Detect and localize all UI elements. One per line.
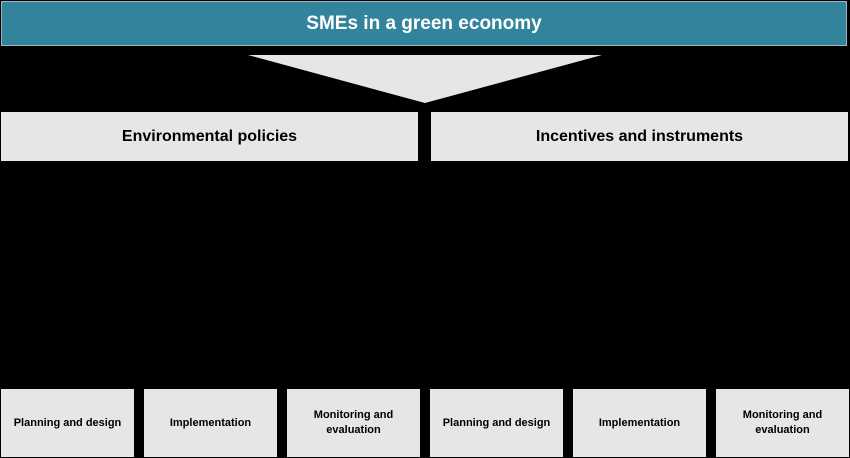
diagram-title: SMEs in a green economy — [1, 1, 847, 46]
stage-planning-design-policies: Planning and design — [1, 389, 134, 457]
stage-implementation-incentives: Implementation — [573, 389, 706, 457]
down-arrow — [248, 55, 602, 103]
stage-planning-design-incentives: Planning and design — [430, 389, 563, 457]
stage-implementation-policies: Implementation — [144, 389, 277, 457]
stage-monitoring-evaluation-policies: Monitoring and evaluation — [287, 389, 420, 457]
stage-monitoring-evaluation-incentives: Monitoring and evaluation — [716, 389, 849, 457]
category-incentives-instruments: Incentives and instruments — [431, 112, 848, 161]
category-environmental-policies: Environmental policies — [1, 112, 418, 161]
